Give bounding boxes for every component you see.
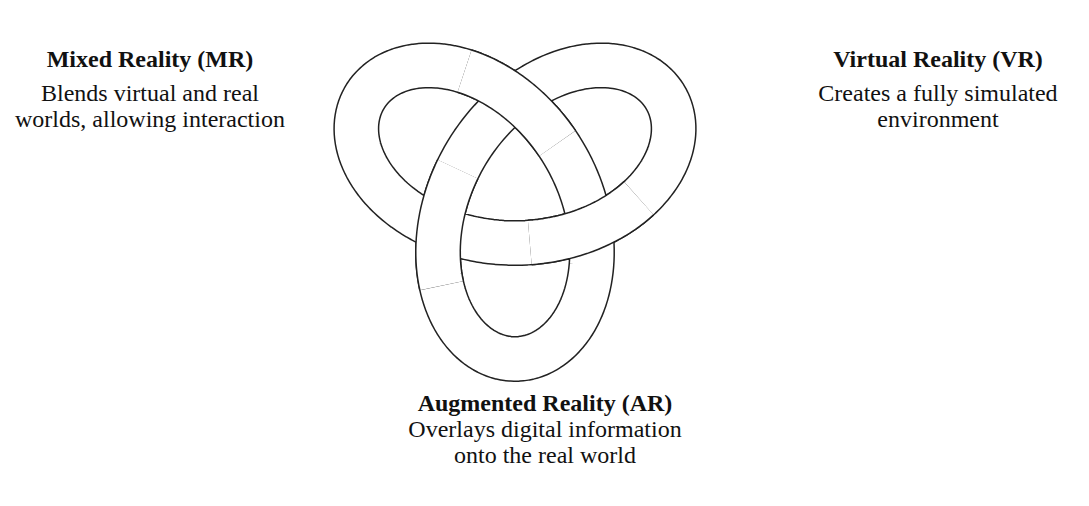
knot-ribbon <box>530 198 639 242</box>
knot-outline <box>356 65 673 359</box>
description-label: Blends virtual and real worlds, allowing… <box>5 80 295 132</box>
knot-outline <box>530 198 639 242</box>
title-label: Virtual Reality (VR) <box>833 46 1043 72</box>
title-label: Mixed Reality (MR) <box>47 46 254 72</box>
knot-ribbon <box>465 71 558 143</box>
knot-ribbon <box>438 169 458 286</box>
knot-outline <box>438 169 458 286</box>
title-label: Augmented Reality (AR) <box>418 390 673 416</box>
knot-outline <box>465 71 558 143</box>
description-label: Overlays digital information onto the re… <box>403 416 687 468</box>
knot-ribbon <box>356 65 673 359</box>
description-label: Creates a fully simulated environment <box>793 80 1083 132</box>
